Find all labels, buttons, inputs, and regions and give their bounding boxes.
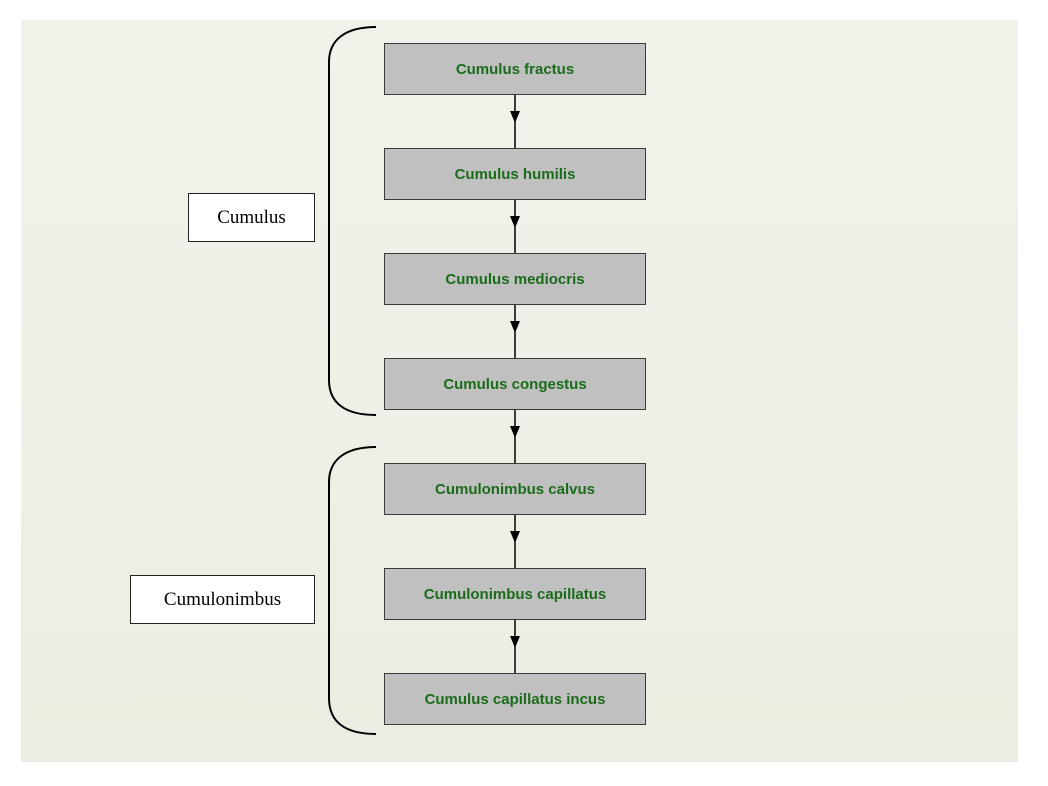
arrowhead [510,426,520,438]
stage-cumulus-fractus: Cumulus fractus [384,43,646,95]
arrowhead [510,111,520,123]
group-label-cumulus: Cumulus [188,193,315,242]
arrowhead [510,531,520,543]
flow-arrows [510,95,520,673]
arrowhead [510,216,520,228]
cumulonimbus-brace [328,446,377,735]
group-label-cumulonimbus: Cumulonimbus [130,575,315,624]
stage-cumulus-mediocris: Cumulus mediocris [384,253,646,305]
stage-cumulus-humilis: Cumulus humilis [384,148,646,200]
stage-cumulonimbus-calvus: Cumulonimbus calvus [384,463,646,515]
stage-cumulonimbus-capillatus: Cumulonimbus capillatus [384,568,646,620]
arrowhead [510,636,520,648]
arrowhead [510,321,520,333]
cumulus-brace [328,26,377,416]
stage-cumulus-capillatus-incus: Cumulus capillatus incus [384,673,646,725]
stage-cumulus-congestus: Cumulus congestus [384,358,646,410]
